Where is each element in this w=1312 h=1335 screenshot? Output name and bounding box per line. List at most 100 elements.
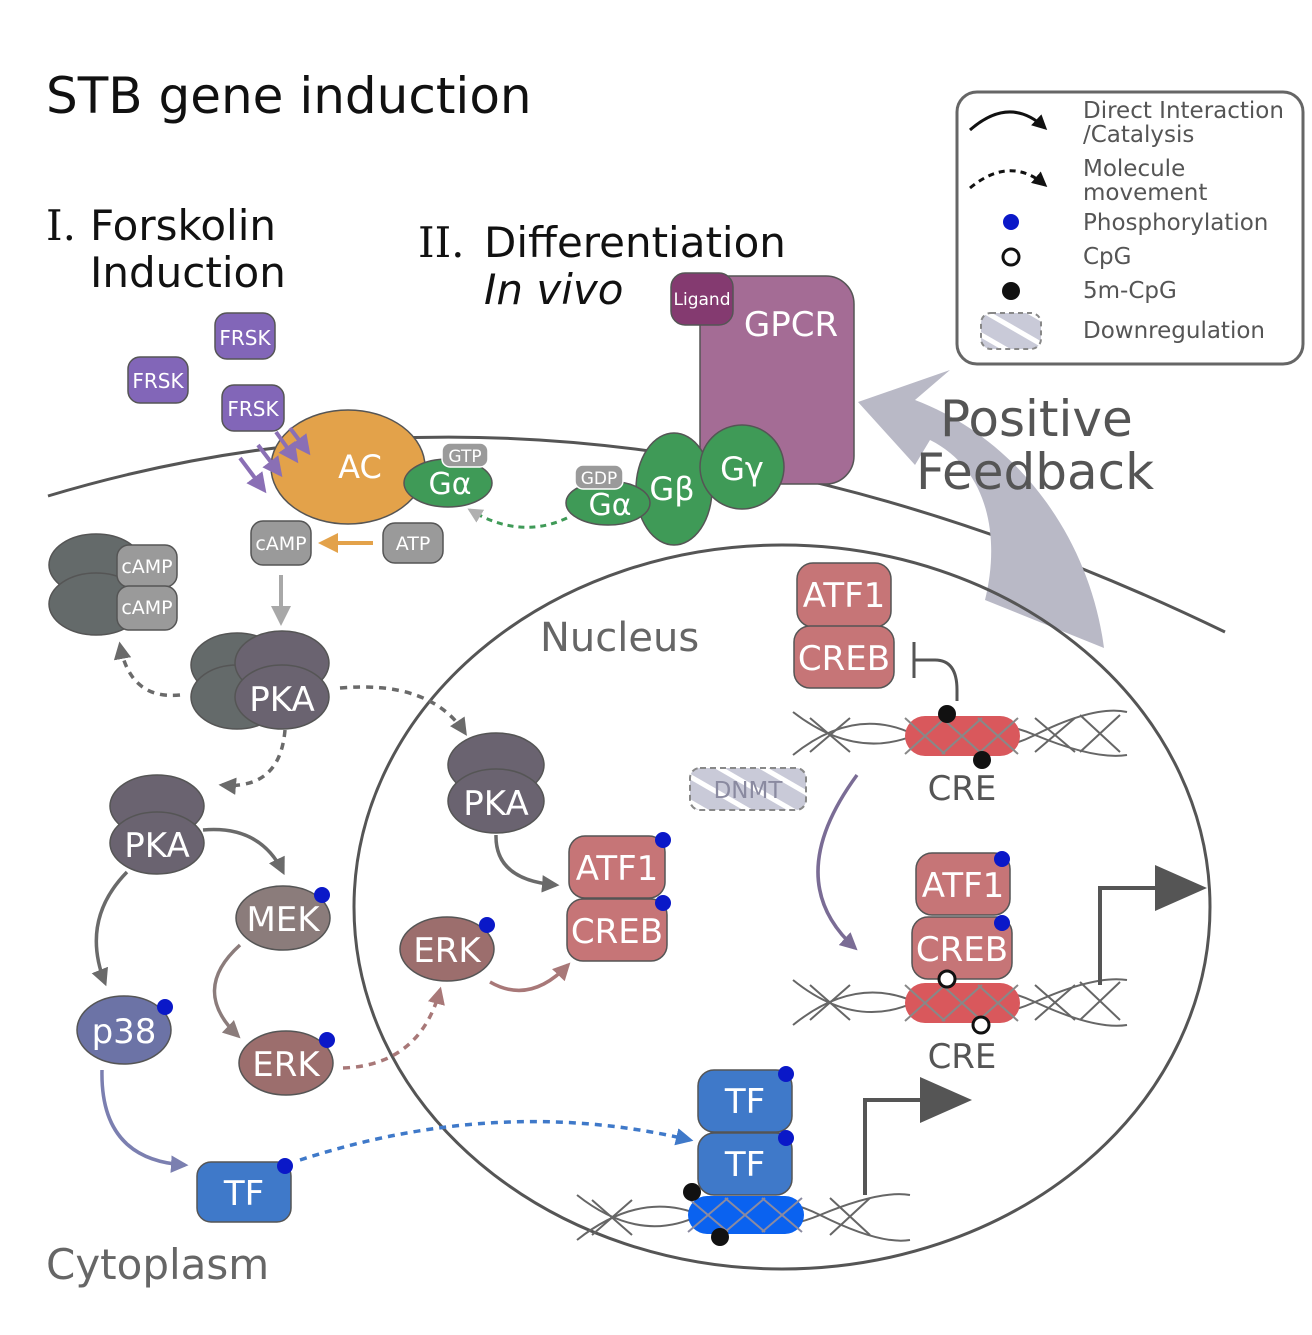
transcription-arrowhead-icon [1155,865,1207,911]
legend-box [955,90,1305,366]
atf1-bound [915,852,1011,916]
gdp-badge [574,464,624,490]
gtp-badge [441,442,489,468]
erk-cytoplasm [238,1030,334,1096]
legend-downregulation-icon [980,312,1042,350]
methylated-cpg-mark [938,705,956,723]
legend-downregulation-label: Downregulation [1083,318,1265,344]
nucleus [352,543,1212,1271]
p38-to-tf-arrow [100,1069,189,1173]
g-gamma-label: Gγ [720,450,764,488]
legend-5mcpg-icon [1002,282,1020,300]
legend-cpg-icon [1001,247,1021,267]
phospho-mark [314,887,330,903]
atf1-label: ATF1 [803,576,886,616]
g-alpha-active-label: Gα [428,467,471,502]
g-beta-label: Gβ [649,470,694,508]
p38-label: p38 [92,1012,157,1052]
dna-tf-site [576,1183,911,1246]
mek [235,885,331,951]
phospho-mark [655,832,671,848]
atp-label: ATP [396,533,431,555]
p38 [76,995,172,1065]
tf-lower [697,1132,793,1196]
section-2-numeral: II. [418,218,465,267]
gtp-label: GTP [448,447,481,467]
cre-label: CRE [928,1037,997,1077]
tf-upper [697,1069,793,1133]
pka-to-nucleus-arrow [339,685,467,736]
section-1-title-line2: Induction [90,248,286,297]
dna-cre-unmethylated [792,978,1128,1027]
ac-label: AC [338,448,382,486]
positive-feedback-line2: Feedback [916,443,1154,501]
legend-5mcpg-label: 5m-CpG [1083,278,1177,304]
legend-direct-line1: Direct Interaction [1083,98,1284,124]
mek-to-erk-arrow [212,943,242,1039]
cpg-mark [937,969,957,989]
erk-to-nucleus-arrow [342,986,445,1070]
camp-label: cAMP [255,533,306,555]
g-alpha-movement-arrow [467,508,568,529]
creb-unbound [793,625,895,689]
creb-label: CREB [571,912,663,952]
inhibition-bar [912,642,959,701]
page-title: STB gene induction [46,67,532,125]
creb-label: CREB [798,639,890,679]
gdp-label: GDP [581,469,618,489]
camp-label: cAMP [121,597,172,619]
atp-molecule [382,522,444,564]
pka-to-mek-arrow [202,827,285,876]
legend-phosphorylation-label: Phosphorylation [1083,210,1268,236]
methylated-cpg-mark [711,1228,729,1246]
tf-transcription-start-arrow [863,1098,925,1195]
erk-label: ERK [252,1045,321,1085]
pka-to-p38-arrow [91,870,129,987]
tf-label: TF [724,1145,765,1185]
frsk-molecule: FRSK [221,384,285,432]
ligand [670,272,734,326]
creb-bound [911,916,1013,980]
pka-to-pka-arrow [218,729,287,795]
erk-nucleus [399,916,495,982]
ligand-label: Ligand [674,290,731,310]
legend-phosphorylation-icon [1003,214,1019,230]
methylated-cpg-mark [683,1183,701,1201]
dnmt-label: DNMT [714,778,784,804]
tf-label: TF [724,1082,765,1122]
phospho-mark [479,917,495,933]
tf-label: TF [223,1174,264,1214]
erk-label: ERK [413,931,482,971]
nucleus-label: Nucleus [540,615,699,661]
frsk-molecule: FRSK [214,312,276,360]
section-2-title-line1: Differentiation [484,218,786,267]
pka-complex: PKA [190,630,330,730]
frsk-label: FRSK [219,326,271,350]
pka-to-camp-complex-arrow [113,641,181,698]
dnmt-downregulated [689,767,807,811]
g-alpha-inactive-label: Gα [588,488,631,523]
phospho-mark [778,1130,794,1146]
phospho-mark [157,999,173,1015]
atf1-label: ATF1 [922,866,1005,906]
cpg-mark [971,1015,991,1035]
pka-regulatory-camp-complex: cAMP cAMP [48,533,178,636]
phospho-mark [277,1158,293,1174]
camp-molecule [250,520,312,566]
gpcr-label: GPCR [744,305,838,345]
phospho-mark [994,915,1010,931]
tf-to-nucleus-arrow [299,1119,694,1162]
section-1-numeral: I. [46,201,76,250]
tf-transcription-arrowhead-icon [920,1077,972,1123]
erk-to-creb-arrow [489,962,571,993]
frsk-label: FRSK [227,397,279,421]
legend-direct-arrow-icon [969,110,1048,132]
legend-movement-line1: Molecule [1083,156,1185,182]
dna-cre-methylated [792,705,1128,769]
pka-label: PKA [463,784,528,824]
camp-label: cAMP [121,556,172,578]
pka-catalytic-cytoplasm: PKA [109,774,205,875]
section-2-title-line2: In vivo [484,265,623,314]
tf-cytoplasm [196,1161,292,1223]
phospho-mark [319,1032,335,1048]
